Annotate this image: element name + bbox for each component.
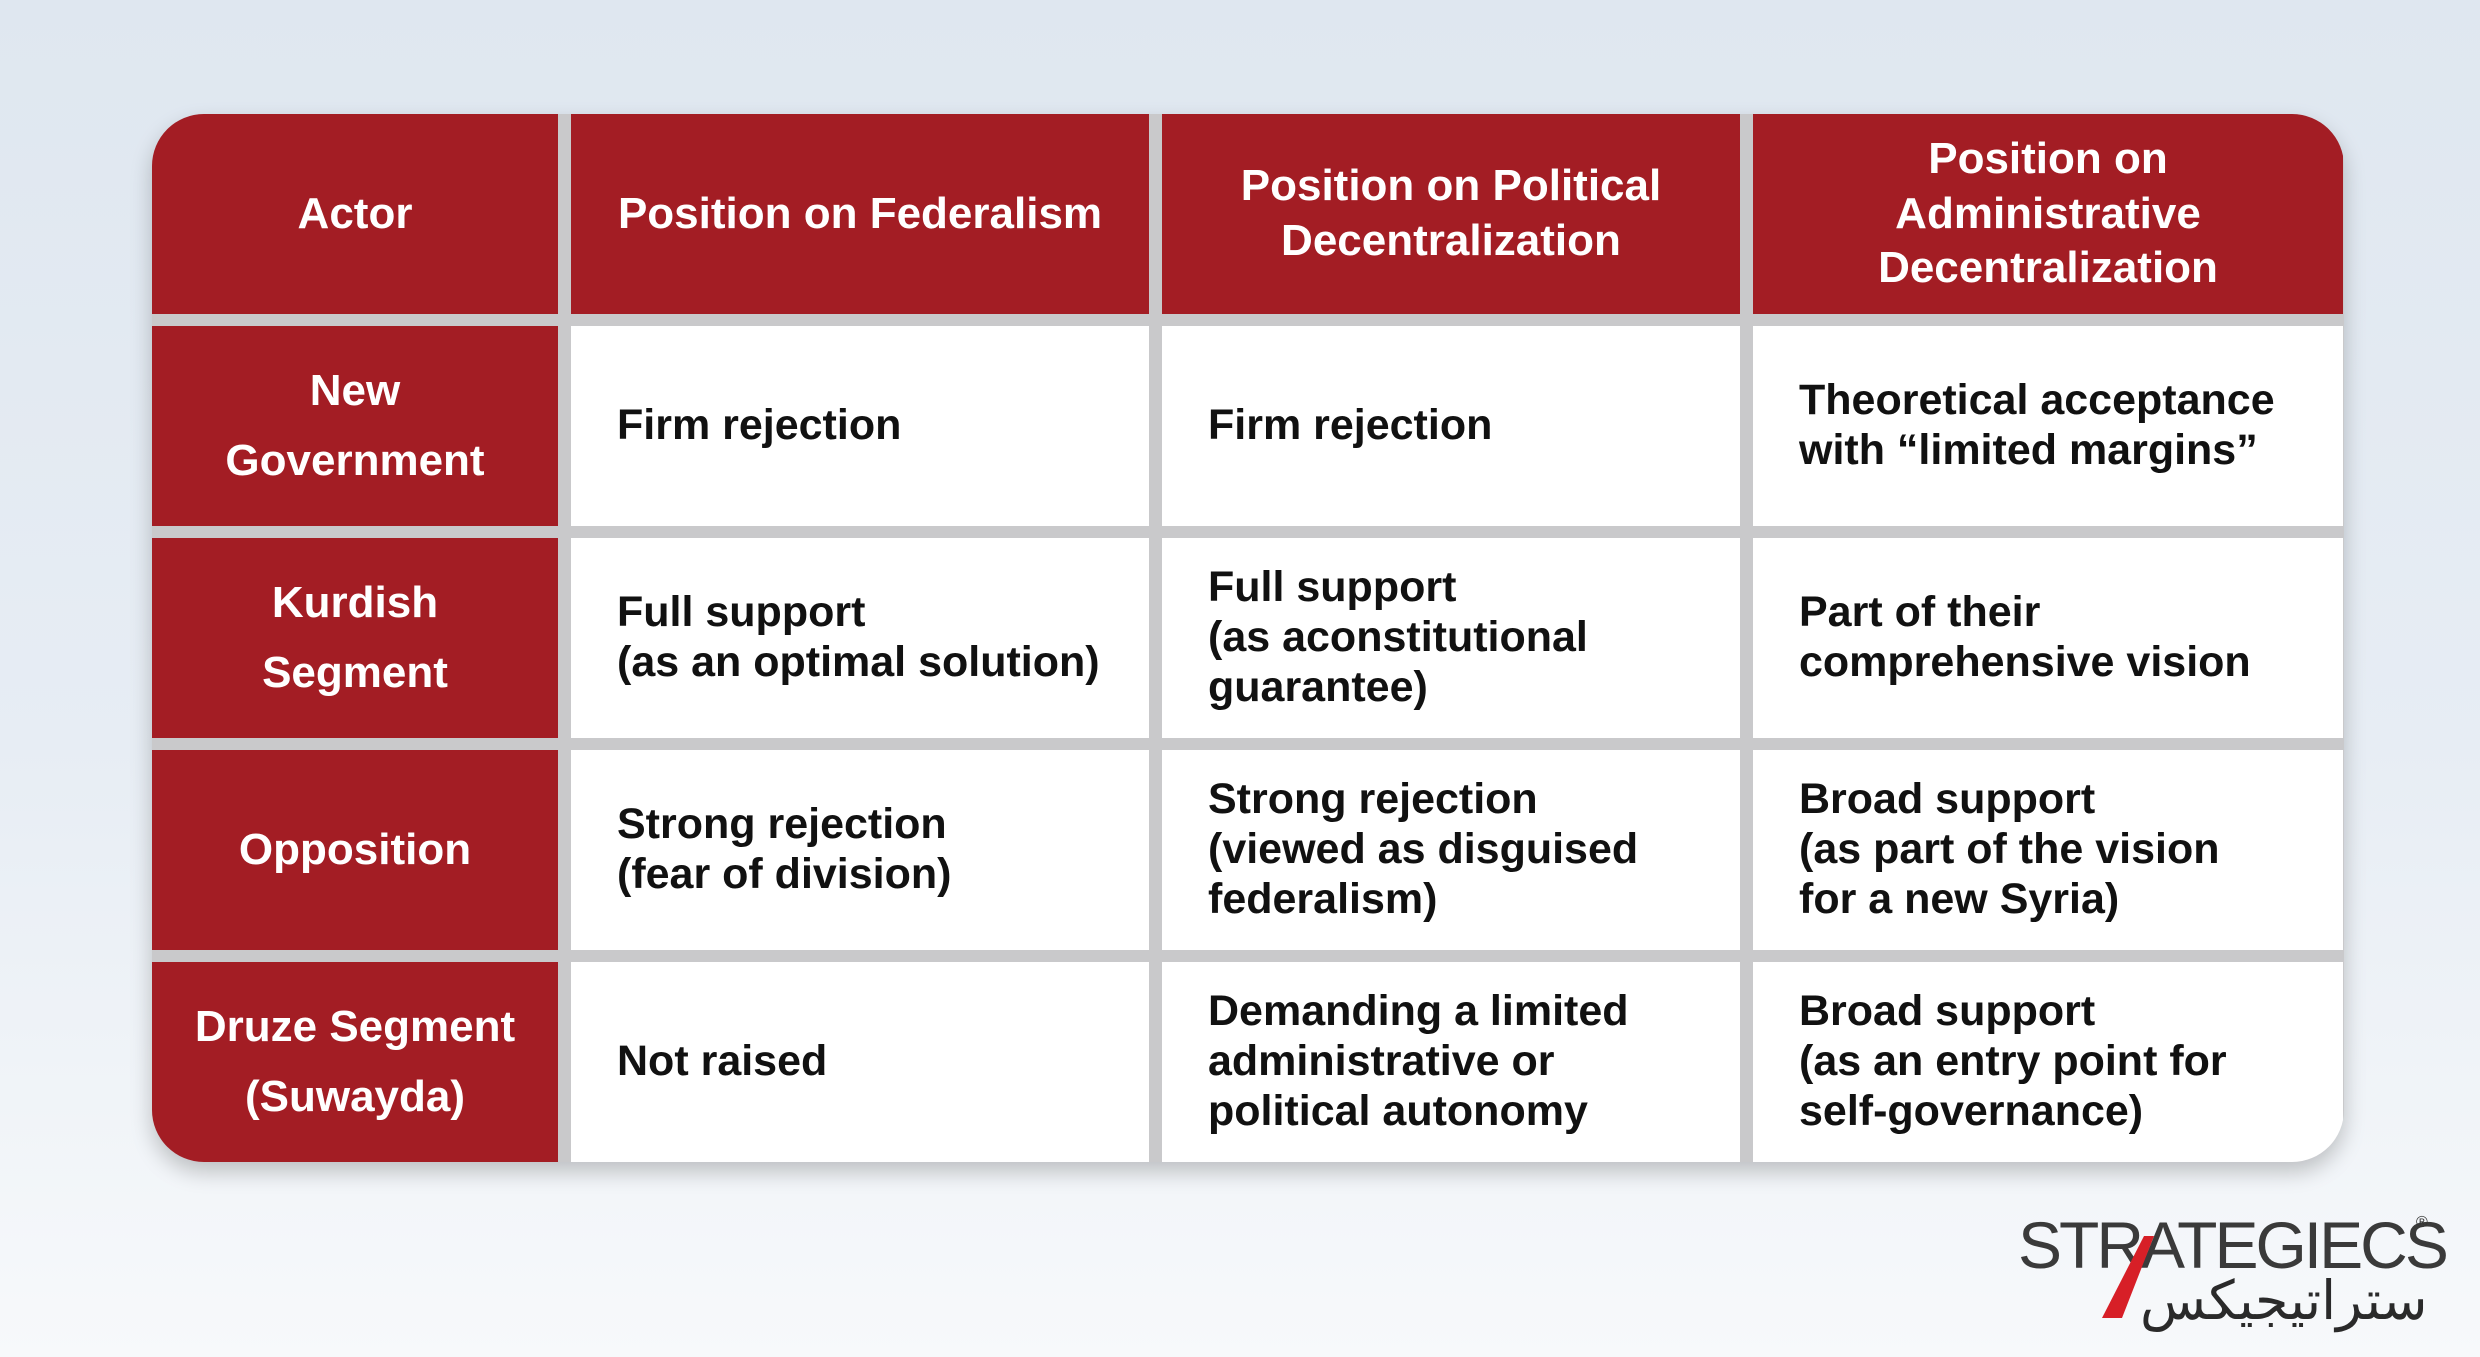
header-federalism: Position on Federalism [571,114,1149,314]
logo-wordmark-ar: ستراتيجيكس [2140,1269,2428,1332]
table-cell: Firm rejection [571,326,1149,526]
header-administrative-decentralization: Position on Administrative Decentralizat… [1753,114,2343,314]
table-cell: Broad support (as an entry point for sel… [1753,962,2343,1162]
table-cell: Broad support (as part of the vision for… [1753,750,2343,950]
table-cell: Full support (as an optimal solution) [571,538,1149,738]
logo-swoosh-icon [2102,1236,2154,1318]
comparison-table: Actor Position on Federalism Position on… [152,114,2344,1162]
row-actor-new-government: New Government [152,326,558,526]
strategiecs-logo: STRATEGIECS ستراتيجيكس ® [2018,1212,2449,1332]
row-actor-opposition: Opposition [152,750,558,950]
row-actor-druze-segment: Druze Segment (Suwayda) [152,962,558,1162]
header-political-decentralization: Position on Political Decentralization [1162,114,1740,314]
row-actor-kurdish-segment: Kurdish Segment [152,538,558,738]
table-cell: Not raised [571,962,1149,1162]
registered-mark: ® [2416,1214,2428,1231]
logo-wordmark-en: STRATEGIECS [2018,1208,2449,1282]
table-cell: Strong rejection (fear of division) [571,750,1149,950]
header-actor: Actor [152,114,558,314]
table-cell: Strong rejection (viewed as disguised fe… [1162,750,1740,950]
table-cell: Demanding a limited administrative or po… [1162,962,1740,1162]
table-cell: Firm rejection [1162,326,1740,526]
table-cell: Part of their comprehensive vision [1753,538,2343,738]
table-cell: Theoretical acceptance with “limited mar… [1753,326,2343,526]
table-cell: Full support (as aconstitutional guarant… [1162,538,1740,738]
